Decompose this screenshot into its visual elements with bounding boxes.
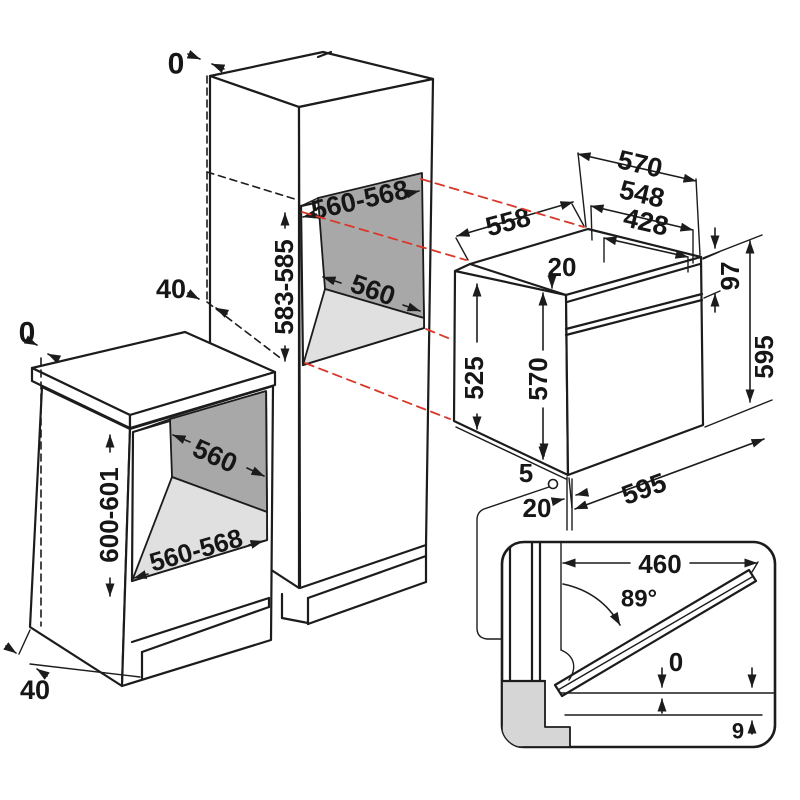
dim-bottom-clearance: 9: [732, 719, 744, 744]
base-niche-floor: [131, 476, 268, 582]
oven: 570 548 428 558 20 97 525 570 595 5 20 5…: [452, 144, 779, 640]
base-cabinet: 0 560 600-601 560-568 40: [3, 317, 277, 705]
dim-oven-depth: 558: [482, 202, 533, 243]
dim-oven-side-height: 595: [749, 335, 779, 378]
door-hinge: [560, 649, 575, 681]
dim-oven-panel-height: 97: [715, 262, 745, 291]
dim-oven-top-offset: 20: [548, 252, 577, 282]
dim-oven-rear-height: 525: [459, 356, 489, 399]
dim-base-top-gap: 0: [19, 317, 36, 350]
column-plinth: [280, 543, 428, 626]
dim-opening-angle: 89°: [621, 586, 657, 613]
column-cabinet: 0 40 560-568 583-585 560: [156, 48, 435, 626]
column-niche-floor: [302, 288, 425, 366]
dim-column-top-gap: 0: [168, 48, 185, 81]
base-plinth: [130, 596, 271, 680]
dim-base-niche-height: 600-601: [94, 467, 124, 562]
column-niche: [299, 172, 426, 367]
detail-callout-circle: [547, 478, 559, 490]
dim-zero-gap: 0: [669, 647, 683, 677]
base-niche: [130, 390, 269, 583]
dim-base-plinth-recess: 40: [20, 675, 50, 705]
control-panel-line: [564, 292, 704, 331]
detail-leader-line: [476, 486, 550, 640]
dim-oven-inner-width: 428: [621, 202, 672, 241]
dim-column-rear-gap: 40: [156, 274, 186, 304]
dim-oven-door-gap: 5: [519, 458, 533, 488]
dim-oven-front-overhang: 20: [523, 493, 552, 523]
dim-door-length: 460: [638, 549, 681, 579]
projection-lines: [301, 178, 585, 420]
dim-oven-front-height: 570: [523, 357, 553, 400]
dim-oven-front-width: 595: [618, 467, 671, 511]
dim-column-niche-height: 583-585: [269, 239, 299, 334]
door-detail-inset: 460 89° 0 9: [500, 540, 777, 749]
angle-arc: [562, 583, 621, 626]
